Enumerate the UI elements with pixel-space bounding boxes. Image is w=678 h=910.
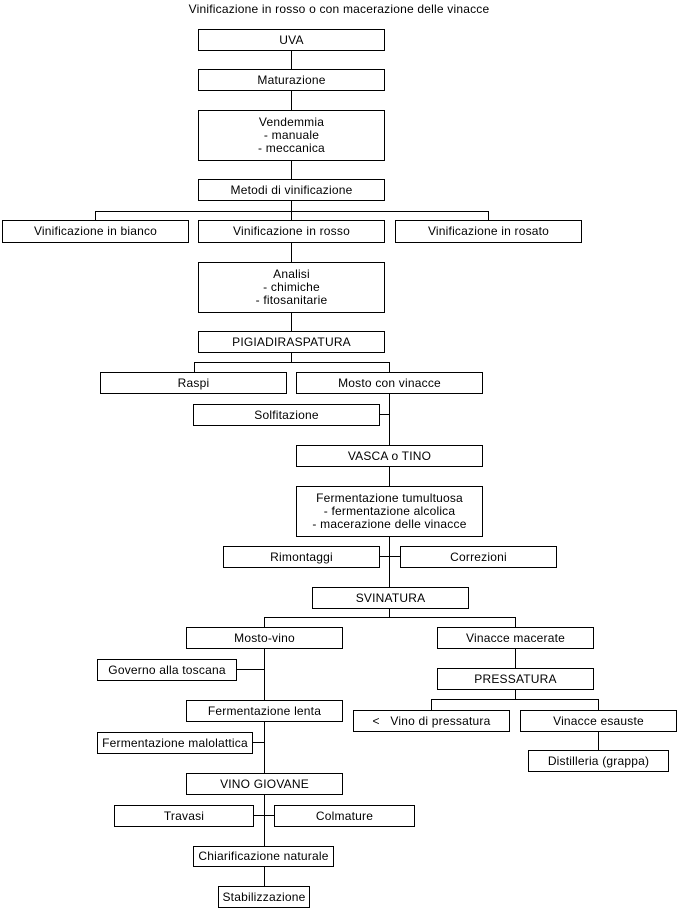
- node-vinificazione-in-rosso: Vinificazione in rosso: [198, 220, 385, 243]
- node-vendemmia-line-3: - meccanica: [258, 141, 325, 155]
- node-fermentazione-tumultuosa: Fermentazione tumultuosa - fermentazione…: [296, 486, 483, 537]
- node-vino-di-pressatura: < Vino di pressatura: [353, 710, 510, 732]
- node-pigiadiraspatura: PIGIADIRASPATURA: [198, 331, 385, 353]
- node-fermentazione-tumultuosa-line-2: - fermentazione alcolica: [323, 504, 456, 518]
- node-vinacce-esauste: Vinacce esauste: [520, 710, 677, 732]
- node-travasi: Travasi: [114, 805, 254, 827]
- node-uva: UVA: [198, 29, 385, 51]
- node-fermentazione-lenta: Fermentazione lenta: [186, 700, 343, 722]
- node-colmature: Colmature: [274, 805, 415, 827]
- node-rimontaggi: Rimontaggi: [223, 546, 380, 568]
- node-pressatura: PRESSATURA: [437, 668, 594, 690]
- node-fermentazione-tumultuosa-line-1: Fermentazione tumultuosa: [316, 491, 463, 505]
- node-mosto-con-vinacce: Mosto con vinacce: [296, 372, 483, 394]
- node-analisi-line-3: - fitosanitarie: [255, 293, 328, 307]
- node-vinificazione-in-bianco: Vinificazione in bianco: [2, 220, 189, 243]
- node-mosto-vino: Mosto-vino: [186, 627, 343, 649]
- node-stabilizzazione: Stabilizzazione: [218, 886, 310, 908]
- node-svinatura: SVINATURA: [312, 587, 469, 609]
- node-vendemmia-line-2: - manuale: [263, 128, 320, 142]
- node-correzioni: Correzioni: [400, 546, 557, 568]
- diagram-title: Vinificazione in rosso o con macerazione…: [188, 2, 490, 16]
- node-maturazione: Maturazione: [198, 69, 385, 91]
- node-raspi: Raspi: [100, 372, 287, 394]
- node-vasca-o-tino: VASCA o TINO: [296, 445, 483, 467]
- node-vinificazione-in-rosato: Vinificazione in rosato: [395, 220, 582, 243]
- node-analisi-line-2: - chimiche: [263, 280, 320, 294]
- node-vendemmia-line-1: Vendemmia: [258, 115, 325, 129]
- node-vendemmia: Vendemmia - manuale - meccanica: [198, 110, 385, 161]
- node-solfitazione: Solfitazione: [193, 404, 380, 426]
- node-analisi-line-1: Analisi: [273, 267, 310, 281]
- node-distilleria-grappa: Distilleria (grappa): [528, 750, 669, 772]
- node-chiarificazione-naturale: Chiarificazione naturale: [193, 846, 334, 867]
- node-governo-alla-toscana: Governo alla toscana: [97, 659, 237, 681]
- node-fermentazione-tumultuosa-line-3: - macerazione delle vinacce: [312, 517, 467, 531]
- node-metodi-di-vinificazione: Metodi di vinificazione: [198, 179, 385, 201]
- node-vinacce-macerate: Vinacce macerate: [437, 627, 594, 649]
- node-analisi: Analisi - chimiche - fitosanitarie: [198, 262, 385, 313]
- node-fermentazione-malolattica: Fermentazione malolattica: [97, 732, 253, 754]
- node-vino-giovane: VINO GIOVANE: [186, 773, 343, 795]
